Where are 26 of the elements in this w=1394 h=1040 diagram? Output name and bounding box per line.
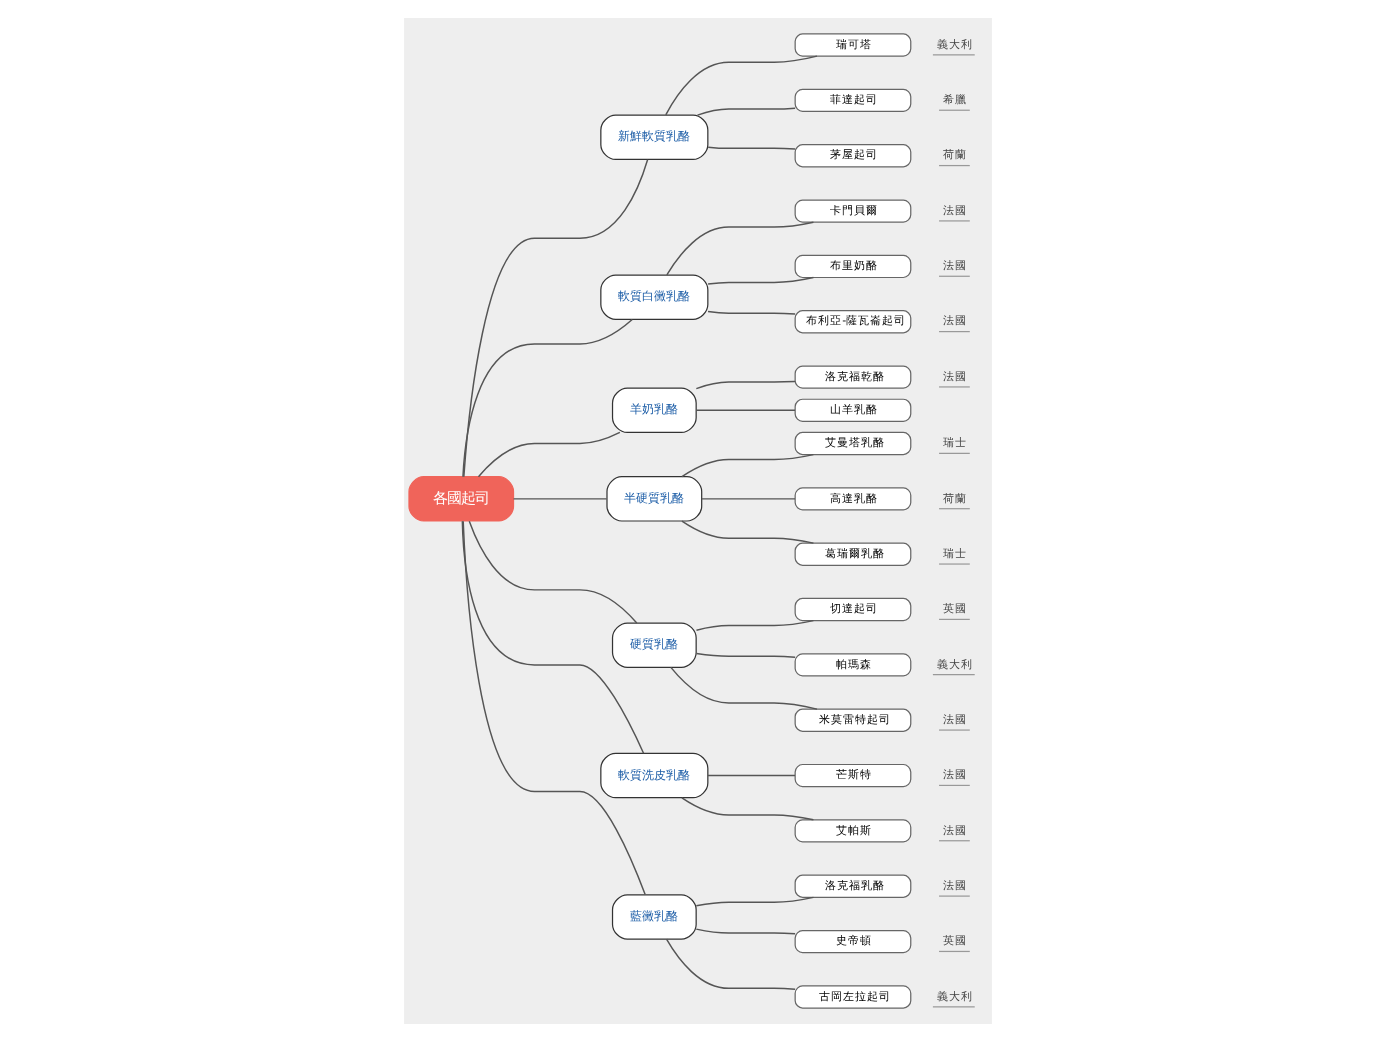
- connector: [706, 145, 795, 149]
- connector: [694, 927, 795, 934]
- connector: [695, 106, 795, 115]
- connector: [461, 519, 645, 895]
- connector: [467, 519, 637, 623]
- connector: [665, 220, 814, 275]
- connector: [694, 651, 795, 657]
- connector: [664, 937, 795, 989]
- connector: [706, 773, 795, 776]
- connector: [680, 519, 814, 543]
- connector: [462, 157, 648, 477]
- connector: [461, 317, 632, 477]
- connector: [694, 408, 795, 411]
- connector: [669, 665, 817, 709]
- connector: [694, 895, 814, 906]
- connector: [706, 309, 795, 314]
- connector: [680, 796, 814, 820]
- connector: [694, 618, 814, 630]
- connector: [706, 275, 814, 284]
- connector: [664, 54, 817, 115]
- connector: [511, 497, 607, 499]
- connector: [680, 452, 814, 477]
- connector: [700, 497, 795, 499]
- connector: [694, 379, 795, 389]
- connector: [476, 430, 620, 477]
- connector: [460, 519, 644, 753]
